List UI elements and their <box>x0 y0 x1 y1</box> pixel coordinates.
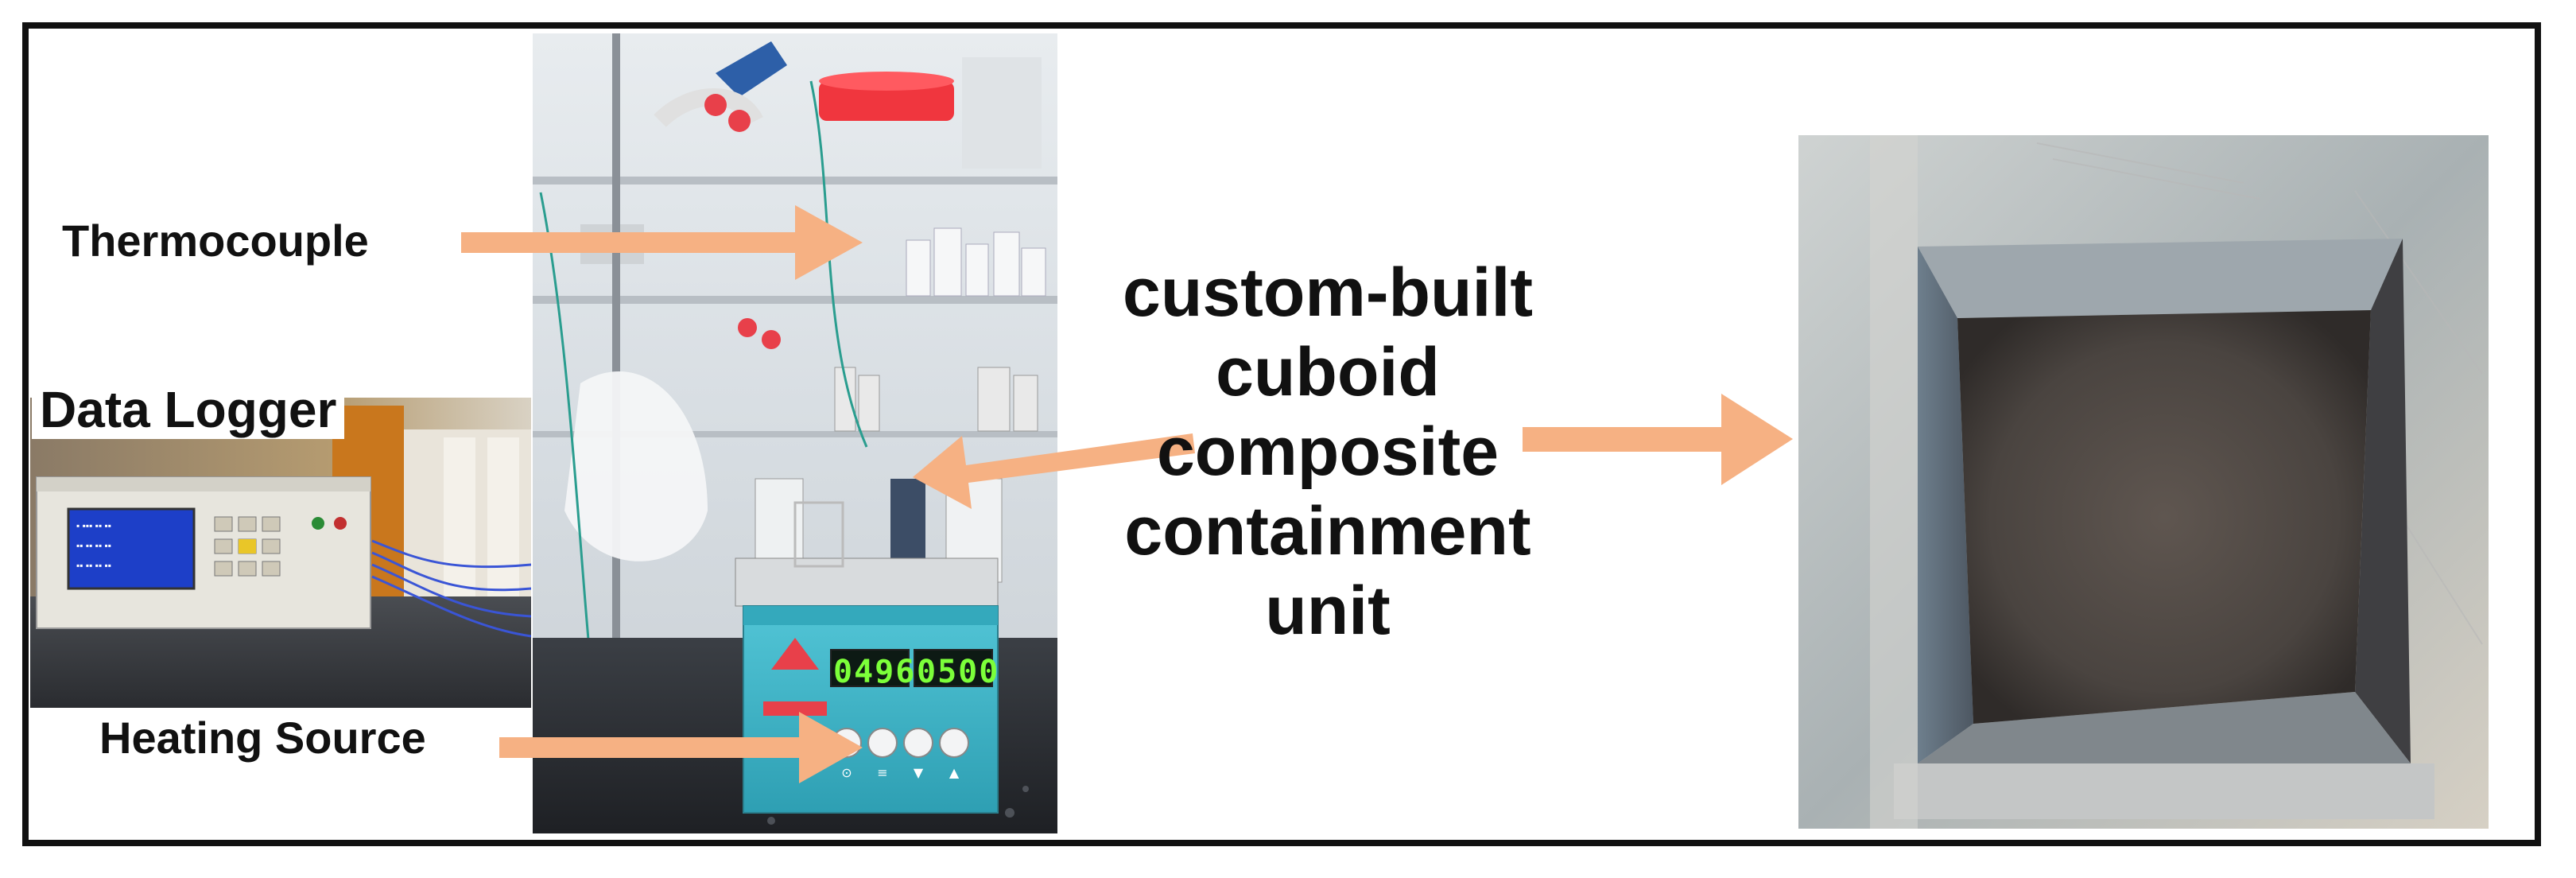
lab-setup-photo: ⊙ ≡ ▼ ▲ 0496 0500 <box>533 33 1057 833</box>
heater-display-right: 0500 <box>917 654 1000 690</box>
svg-text:⊙: ⊙ <box>841 765 852 780</box>
heater-display-left: 0496 <box>833 654 917 690</box>
svg-text:▪▪ ▪▪ ▪▪ ▪▪: ▪▪ ▪▪ ▪▪ ▪▪ <box>76 560 111 571</box>
data-logger-photo: ▪ ▪▪▪ ▪▪ ▪▪ ▪▪ ▪▪ ▪▪ ▪▪ ▪▪ ▪▪ ▪▪ ▪▪ <box>30 398 531 708</box>
containment-unit-label-line: cuboid <box>1216 334 1440 410</box>
containment-unit-label-line: composite <box>1156 414 1499 490</box>
svg-text:▪▪ ▪▪ ▪▪ ▪▪: ▪▪ ▪▪ ▪▪ ▪▪ <box>76 540 111 551</box>
heating-source-arrow <box>499 712 863 783</box>
data-logger-label: Data Logger <box>32 380 345 439</box>
thermocouple-arrow <box>461 205 863 280</box>
svg-text:▲: ▲ <box>949 765 960 780</box>
containment-arrow-right <box>1523 394 1793 485</box>
thermocouple-label: Thermocouple <box>62 216 369 266</box>
data-logger-photo-svg: ▪ ▪▪▪ ▪▪ ▪▪ ▪▪ ▪▪ ▪▪ ▪▪ ▪▪ ▪▪ ▪▪ ▪▪ <box>30 398 531 708</box>
svg-text:▪ ▪▪▪ ▪▪ ▪▪: ▪ ▪▪▪ ▪▪ ▪▪ <box>76 520 111 531</box>
heating-source-label: Heating Source <box>99 713 426 763</box>
containment-arrow-left <box>913 433 1195 509</box>
containment-unit-photo-svg <box>1798 135 2489 829</box>
lab-setup-photo-svg: ⊙ ≡ ▼ ▲ <box>533 33 1057 833</box>
containment-unit-photo <box>1798 135 2489 829</box>
containment-unit-label-line: containment <box>1124 493 1531 569</box>
containment-unit-label-line: unit <box>1265 573 1391 649</box>
svg-text:≡: ≡ <box>877 765 887 780</box>
containment-unit-label-line: custom-built <box>1123 254 1533 331</box>
svg-text:▼: ▼ <box>914 765 924 780</box>
containment-unit-label: custom-built cuboid composite containmen… <box>1097 253 1558 651</box>
